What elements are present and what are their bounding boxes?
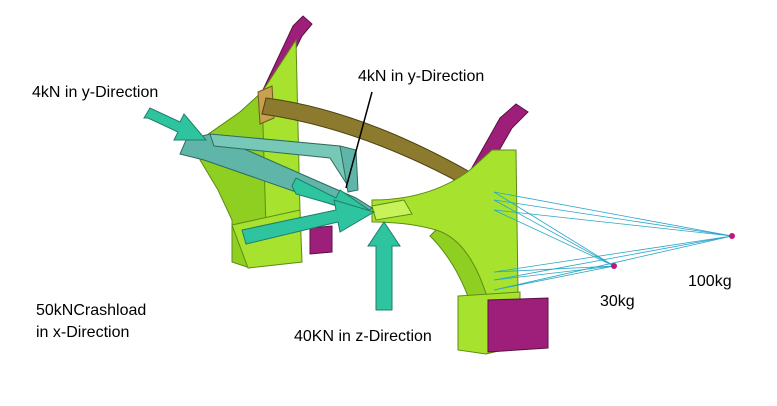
mass-point-30kg bbox=[611, 263, 617, 269]
label-crashload-line1: 50kNCrashload bbox=[36, 302, 146, 319]
label-y-left: 4kN in y-Direction bbox=[32, 84, 158, 101]
label-y-right: 4kN in y-Direction bbox=[358, 68, 484, 85]
label-mass-30kg: 30kg bbox=[600, 293, 635, 310]
mass-links bbox=[493, 191, 733, 291]
arrow-x-crashload bbox=[241, 199, 376, 245]
label-crashload-line2: in x-Direction bbox=[36, 324, 129, 341]
label-z-load: 40KN in z-Direction bbox=[294, 328, 432, 345]
leader-line-y-right bbox=[345, 91, 373, 189]
arrow-z-load bbox=[367, 221, 401, 311]
right-frame bbox=[371, 149, 549, 355]
arrow-y-left bbox=[143, 107, 208, 141]
mass-point-100kg bbox=[729, 233, 735, 239]
label-mass-100kg: 100kg bbox=[688, 273, 732, 290]
